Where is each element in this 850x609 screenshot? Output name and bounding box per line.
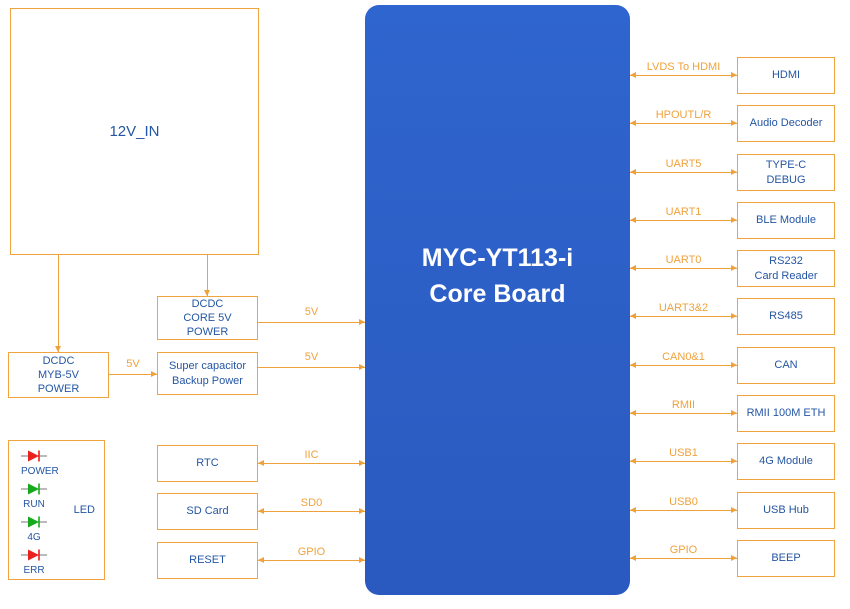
bus-label-sd0: SD0 (300, 497, 323, 509)
peripheral-box-ble-module: BLE Module (737, 202, 835, 239)
bus-label: RMII (671, 399, 696, 411)
bus-label-gpio-left: GPIO (297, 546, 326, 558)
connection-arrow (630, 72, 737, 78)
peripheral-row-ble: UART1 BLE Module (630, 202, 835, 239)
bus-label: UART3&2 (658, 302, 709, 314)
peripheral-row-can: CAN0&1 CAN (630, 347, 835, 384)
led-item-4g: 4G (21, 515, 47, 544)
peripheral-row-beep: GPIO BEEP (630, 540, 835, 577)
led-label: POWER (21, 466, 59, 477)
connection-arrow (630, 169, 737, 175)
dcdc-core-5v-box: DCDC CORE 5V POWER (157, 296, 258, 340)
connection-arrow (630, 507, 737, 513)
peripheral-box-hdmi: HDMI (737, 57, 835, 94)
reset-box: RESET (157, 542, 258, 579)
peripheral-row-sdcard: SD Card SD0 (157, 493, 365, 530)
power-input-box: 12V_IN (10, 8, 259, 255)
sdcard-box: SD Card (157, 493, 258, 530)
bus-label-5v-core: 5V (304, 306, 319, 318)
bus-label: HPOUTL/R (655, 109, 712, 121)
peripheral-box-audio-decoder: Audio Decoder (737, 105, 835, 142)
led-diode-icon (21, 549, 47, 561)
connection-arrow (630, 313, 737, 319)
peripheral-box-can: CAN (737, 347, 835, 384)
peripheral-box-typec-debug: TYPE-C DEBUG (737, 154, 835, 191)
led-box-title: LED (73, 504, 95, 516)
led-label: RUN (23, 499, 45, 510)
peripheral-row-rtc: RTC IIC (157, 445, 365, 482)
led-item-power: POWER (21, 449, 59, 478)
peripheral-row-typec: UART5 TYPE-C DEBUG (630, 154, 835, 191)
connection-arrow (630, 458, 737, 464)
connection-arrow (258, 557, 365, 563)
led-diode-icon (21, 450, 47, 462)
connection-arrow (630, 217, 737, 223)
bus-label: UART0 (665, 254, 702, 266)
connection-arrow (258, 460, 365, 466)
peripheral-box-rs232-card-reader: RS232 Card Reader (737, 250, 835, 287)
bus-label: USB1 (669, 447, 698, 459)
led-item-err: ERR (21, 548, 47, 577)
led-label: 4G (27, 532, 41, 543)
arrow-supercap-to-board (258, 364, 365, 370)
bus-label: UART1 (665, 206, 702, 218)
bus-label: USB0 (669, 496, 698, 508)
bus-label: CAN0&1 (662, 351, 705, 363)
led-status-box: LED POWER RUN 4G (8, 440, 105, 580)
peripheral-row-audio: HPOUTL/R Audio Decoder (630, 105, 835, 142)
power-arrow-to-dcdc-myb (55, 255, 61, 352)
peripheral-row-usbhub: USB0 USB Hub (630, 492, 835, 529)
bus-label-5v-supercap: 5V (304, 351, 319, 363)
power-arrow-to-dcdc-core (204, 255, 210, 296)
bus-label: LVDS To HDMI (646, 61, 721, 73)
peripheral-row-rs485: UART3&2 RS485 (630, 298, 835, 335)
peripheral-row-rs232: UART0 RS232 Card Reader (630, 250, 835, 287)
peripheral-box-beep: BEEP (737, 540, 835, 577)
connection-arrow (630, 555, 737, 561)
peripheral-box-4g-module: 4G Module (737, 443, 835, 480)
connection-arrow (630, 265, 737, 271)
peripheral-box-usb-hub: USB Hub (737, 492, 835, 529)
arrow-core-to-board (258, 319, 365, 325)
supercap-backup-box: Super capacitor Backup Power (157, 352, 258, 395)
bus-label: UART5 (665, 158, 702, 170)
peripheral-box-rmii-eth: RMII 100M ETH (737, 395, 835, 432)
connection-arrow (630, 362, 737, 368)
rtc-box: RTC (157, 445, 258, 482)
peripheral-row-4g: USB1 4G Module (630, 443, 835, 480)
led-diode-icon (21, 516, 47, 528)
bus-label: GPIO (669, 544, 698, 556)
core-board-title: MYC-YT113-i Core Board (421, 243, 574, 308)
bus-label-iic: IIC (304, 449, 319, 461)
connection-arrow (630, 120, 737, 126)
led-item-run: RUN (21, 482, 47, 511)
core-board: MYC-YT113-i Core Board (365, 5, 630, 595)
peripheral-row-reset: RESET GPIO (157, 542, 365, 579)
connection-arrow (258, 508, 365, 514)
peripheral-row-eth: RMII RMII 100M ETH (630, 395, 835, 432)
connection-arrow (630, 410, 737, 416)
peripheral-row-hdmi: LVDS To HDMI HDMI (630, 57, 835, 94)
arrow-myb-to-supercap (109, 371, 157, 377)
peripheral-box-rs485: RS485 (737, 298, 835, 335)
dcdc-myb-5v-box: DCDC MYB-5V POWER (8, 352, 109, 398)
bus-label-5v-myb: 5V (126, 358, 140, 370)
led-label: ERR (23, 565, 45, 576)
led-diode-icon (21, 483, 47, 495)
